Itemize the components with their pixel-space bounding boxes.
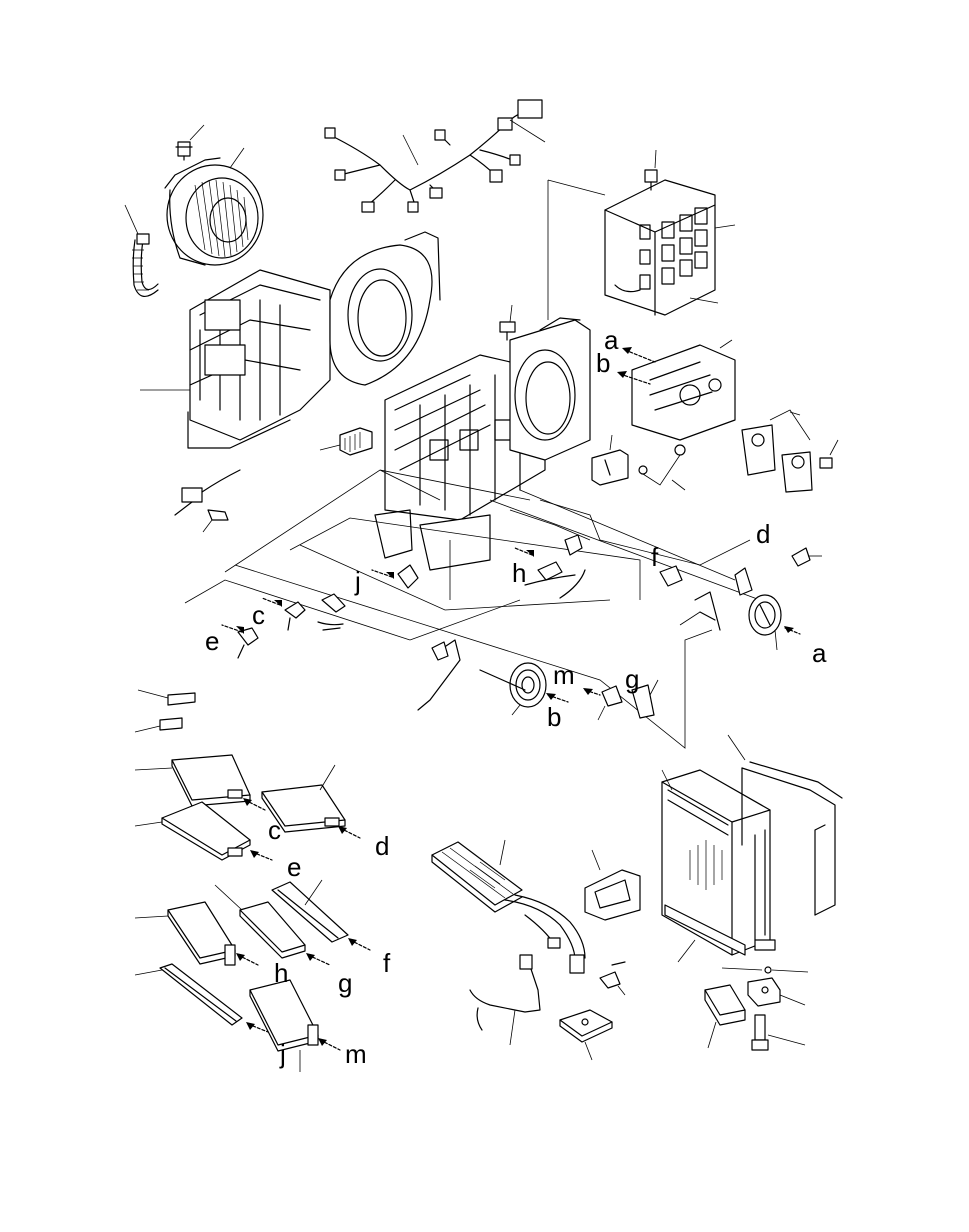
ref-arrow-b-top	[617, 371, 651, 385]
door-j	[134, 963, 269, 1033]
evaporator-core	[661, 769, 776, 956]
foam-strip	[664, 904, 746, 963]
ref-letter-f-low: f	[383, 948, 391, 978]
foam-pad-small	[134, 689, 196, 733]
ref-letter-e-mid: e	[205, 626, 219, 656]
o-ring	[721, 966, 809, 974]
ref-letter-j-mid: j	[354, 566, 361, 596]
seal-plate	[559, 1009, 613, 1061]
ref-letter-d-mid: d	[756, 519, 770, 549]
link-lever-f	[659, 565, 683, 587]
mode-actuator	[631, 339, 736, 441]
door-d	[261, 764, 361, 839]
ref-letter-m-low: m	[345, 1039, 367, 1069]
ref-letter-g-low: g	[338, 968, 352, 998]
ref-letter-b-top: b	[596, 348, 610, 378]
link-lever-e	[237, 627, 259, 659]
wire-harness	[324, 99, 546, 213]
plastic-rivet	[202, 509, 229, 533]
case-screw-center	[499, 304, 516, 341]
sensor-clip	[174, 469, 241, 516]
ref-letter-j-low: j	[279, 1039, 286, 1069]
ref-letter-c-mid: c	[252, 600, 265, 630]
insulation-pad	[704, 984, 746, 1049]
link-arm	[679, 591, 721, 631]
link-lever-g	[597, 679, 659, 721]
main-hvac-case	[140, 231, 591, 571]
link-lever-j	[397, 564, 419, 589]
resistor-connector	[319, 427, 373, 456]
small-bracket	[599, 961, 626, 996]
door-g	[214, 884, 331, 966]
ref-arrows-middle	[221, 547, 801, 703]
door-e	[134, 801, 273, 861]
duct-cover	[584, 849, 641, 921]
relay-box	[591, 434, 629, 486]
linkage-guide-lines	[184, 469, 761, 749]
ref-letter-c-low: c	[268, 815, 281, 845]
link-lever-h	[524, 561, 586, 599]
door-c	[134, 754, 266, 811]
blower-screw	[175, 124, 205, 161]
relay-screws	[638, 444, 686, 491]
ref-letter-h-mid: h	[512, 558, 526, 588]
heater-core	[431, 839, 586, 974]
link-lever-c	[284, 601, 306, 631]
expansion-valve	[747, 977, 806, 1007]
door-f	[271, 879, 371, 951]
ref-letter-b-mid: b	[547, 702, 561, 732]
ref-letter-a-right: a	[812, 638, 827, 668]
gear-wheel-b	[509, 662, 547, 716]
ref-letter-a-top: a	[604, 325, 619, 355]
rod-link-mid	[417, 639, 526, 711]
heater-unit-block	[604, 179, 736, 316]
heater-screw	[644, 149, 658, 191]
ref-letter-g-mid: g	[625, 664, 639, 694]
ref-arrow-a-top	[622, 347, 656, 363]
valve-bolt	[751, 1014, 806, 1051]
temperature-sensor	[469, 954, 541, 1046]
evaporator-frame	[727, 734, 843, 916]
door-h	[134, 901, 259, 966]
door-m	[249, 979, 341, 1072]
link-lever-clip	[564, 534, 583, 556]
drain-hose	[124, 204, 159, 297]
ref-letter-h-low: h	[274, 958, 288, 988]
ref-letter-d-low: d	[375, 831, 389, 861]
actuator-screw	[819, 439, 839, 469]
ref-letter-e-low: e	[287, 852, 301, 882]
link-lever-d	[734, 547, 822, 596]
blower-fan-assembly	[164, 157, 264, 266]
ref-letter-m-mid: m	[553, 660, 575, 690]
ref-letter-f-mid: f	[651, 542, 659, 572]
gear-wheel-a	[748, 594, 782, 651]
link-rod	[317, 593, 346, 631]
actuator-motor-pair	[741, 409, 813, 493]
